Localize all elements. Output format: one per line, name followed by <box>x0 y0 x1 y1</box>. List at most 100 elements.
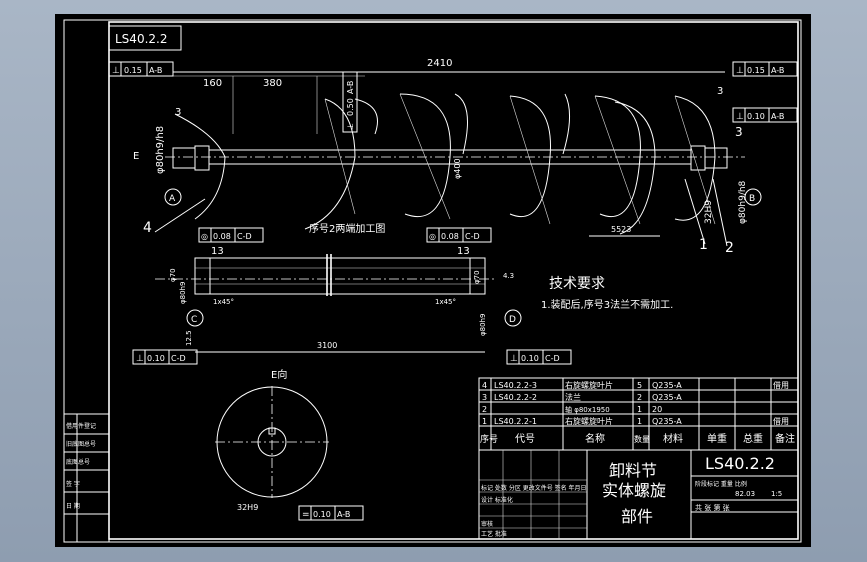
tech-title: 技术要求 <box>549 276 605 292</box>
svg-text:=: = <box>302 510 310 520</box>
svg-text:C-D: C-D <box>237 232 252 241</box>
dim-13-left: 13 <box>211 246 224 257</box>
shaft-end-right <box>704 147 728 169</box>
dim-3-left: 3 <box>175 107 181 118</box>
svg-text:82.03: 82.03 <box>735 490 755 498</box>
svg-text:D: D <box>509 315 516 325</box>
svg-text:A-B: A-B <box>771 112 784 121</box>
svg-text:0.08: 0.08 <box>213 232 231 241</box>
svg-text:标记 处数 分区 更改文件号 签名 年月日: 标记 处数 分区 更改文件号 签名 年月日 <box>481 484 587 492</box>
svg-text:1: 1 <box>637 417 642 426</box>
strip-2: 旧底图总号 <box>66 440 96 448</box>
strip-1: 借用件登记 <box>66 422 96 430</box>
tol-lower-left-top: ◎ 0.08 C-D <box>198 227 264 243</box>
svg-text:A-B: A-B <box>771 66 784 75</box>
svg-text:⊥: ⊥ <box>736 66 744 76</box>
code-box <box>108 25 182 51</box>
callout-2: 2 <box>725 240 734 256</box>
bom-table: 4 LS40.2.2-3 右旋螺旋叶片 5 Q235-A 借用 3 LS40.2… <box>478 377 799 451</box>
dim-dl-left: φ70 <box>169 268 177 282</box>
tol-top-right: ⊥ 0.15 A-B <box>732 61 798 77</box>
tol-e-view: = 0.10 A-B <box>298 505 364 521</box>
title-block: 标记 处数 分区 更改文件号 签名 年月日 设计 标准化 审核 工艺 批准 卸料… <box>478 449 799 540</box>
dim-chamfer-right: 1x45° <box>435 298 456 306</box>
tol-right-mid: ⊥ 0.10 A-B <box>732 107 798 123</box>
svg-text:5: 5 <box>637 381 642 390</box>
svg-text:共 张 第 张: 共 张 第 张 <box>695 503 730 512</box>
svg-text:4: 4 <box>482 381 487 390</box>
svg-text:右旋螺旋叶片: 右旋螺旋叶片 <box>565 380 613 390</box>
svg-text:0.15: 0.15 <box>124 66 142 75</box>
helix-flights <box>174 93 716 235</box>
svg-text:C: C <box>191 315 197 325</box>
svg-text:审核: 审核 <box>481 520 493 528</box>
svg-text:0.10: 0.10 <box>313 510 331 519</box>
dim-lower-left: φ80h9 <box>179 282 187 304</box>
svg-text:Q235-A: Q235-A <box>652 381 682 390</box>
title-name-3: 部件 <box>621 507 653 526</box>
strip-5: 日 期 <box>66 502 80 510</box>
svg-text:借用: 借用 <box>773 416 789 426</box>
e-view-title: E向 <box>271 368 287 381</box>
svg-text:1: 1 <box>637 405 642 414</box>
svg-text:◎: ◎ <box>429 232 436 241</box>
datum-d <box>504 309 522 327</box>
svg-text:A-B: A-B <box>337 510 350 519</box>
dim-lower-right: φ80h9 <box>479 314 487 336</box>
svg-text:单重: 单重 <box>707 432 727 445</box>
dim-dl-right: φ70 <box>473 270 481 284</box>
svg-text:右旋螺旋叶片: 右旋螺旋叶片 <box>565 416 613 426</box>
svg-text:A-B: A-B <box>346 81 355 94</box>
svg-text:2: 2 <box>482 405 487 414</box>
svg-text:20: 20 <box>652 405 662 414</box>
tol-top-left: ⊥ 0.15 A-B <box>108 61 174 77</box>
svg-text:⊥: ⊥ <box>736 112 744 122</box>
strip-3: 底图总号 <box>66 458 90 466</box>
dim-125: 12.5 <box>185 330 193 346</box>
svg-text:1:5: 1:5 <box>771 490 782 498</box>
svg-text:总重: 总重 <box>743 432 763 445</box>
svg-text:2: 2 <box>637 393 642 402</box>
datum-c <box>186 309 204 327</box>
dim-380: 380 <box>263 78 282 89</box>
shaft-end-left <box>172 147 196 169</box>
code-box-text: LS40.2.2 <box>115 32 167 46</box>
title-name-1: 卸料节 <box>609 461 657 480</box>
svg-text:3: 3 <box>482 393 487 402</box>
svg-text:LS40.2.2-2: LS40.2.2-2 <box>494 393 537 402</box>
datum-b <box>744 188 762 206</box>
svg-text:⊥: ⊥ <box>510 354 518 364</box>
section-title: 序号2两端加工图 <box>309 222 385 235</box>
cad-drawing: LS40.2.2 借用件登记 旧底图总号 底图总号 签 字 日 期 2410 1… <box>63 19 802 543</box>
callout-3: 3 <box>735 125 743 139</box>
svg-text:法兰: 法兰 <box>565 392 581 402</box>
datum-a <box>164 188 182 206</box>
svg-text:序号: 序号 <box>480 433 498 445</box>
dim-shaft-right: φ80h9/h8 <box>738 180 748 224</box>
drawing-sheet: LS40.2.2 借用件登记 旧底图总号 底图总号 签 字 日 期 2410 1… <box>55 14 811 547</box>
svg-text:◎: ◎ <box>201 232 208 241</box>
tech-note-1: 1.装配后,序号3法兰不需加工. <box>541 298 673 311</box>
svg-text:C-D: C-D <box>545 354 560 363</box>
dim-13-right: 13 <box>457 246 470 257</box>
svg-text:材料: 材料 <box>663 432 683 445</box>
outer-frame <box>63 19 802 543</box>
dim-sub-left: 32H9 <box>704 200 714 224</box>
dim-160: 160 <box>203 78 222 89</box>
dim-shaft-left: φ80h9/h8 <box>155 126 166 174</box>
title-code: LS40.2.2 <box>705 454 775 473</box>
side-strip: 借用件登记 旧底图总号 底图总号 签 字 日 期 <box>63 413 110 543</box>
svg-text:⊥: ⊥ <box>112 66 120 76</box>
svg-text:轴 φ80x1950: 轴 φ80x1950 <box>565 405 610 414</box>
svg-text:阶段标记 重量 比例: 阶段标记 重量 比例 <box>695 480 747 488</box>
svg-text:0.10: 0.10 <box>147 354 165 363</box>
dim-lower-len: 3100 <box>317 341 337 350</box>
strip-4: 签 字 <box>66 480 80 488</box>
svg-text:A-B: A-B <box>149 66 162 75</box>
title-name-2: 实体螺旋 <box>602 481 666 500</box>
svg-text:备注: 备注 <box>775 432 795 445</box>
svg-text:名称: 名称 <box>585 432 605 445</box>
callout-1: 1 <box>699 237 708 253</box>
inner-frame <box>108 21 799 540</box>
svg-text:1: 1 <box>482 417 487 426</box>
